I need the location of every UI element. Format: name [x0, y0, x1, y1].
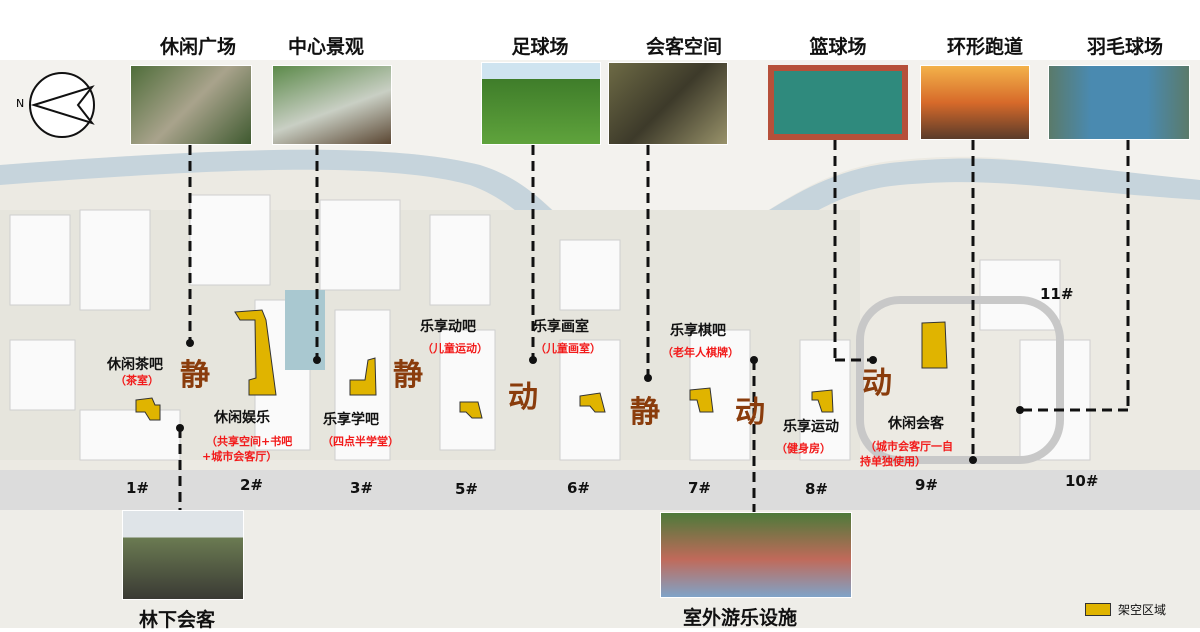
leader-dots: [176, 339, 1024, 464]
title-forest-lounge: 林下会客: [138, 609, 216, 631]
title-running-track: 环形跑道: [946, 36, 1024, 58]
zone-active: 动: [508, 380, 538, 415]
facility-note: （老年人棋牌）: [662, 346, 739, 359]
building-number: 6#: [567, 479, 591, 497]
building-number: 5#: [455, 480, 479, 498]
facility-note: （共享空间+书吧: [206, 435, 293, 448]
leader-lines: [178, 140, 1130, 512]
facility-note: （健身房）: [776, 442, 831, 455]
compass-label: N: [16, 97, 25, 110]
building-number: 7#: [688, 479, 712, 497]
title-basketball: 篮球场: [809, 36, 867, 58]
title-leisure-plaza: 休闲广场: [159, 36, 237, 58]
title-central-landscape: 中心景观: [287, 36, 365, 58]
legend-label: 架空区域: [1118, 603, 1167, 617]
zone-active: 动: [735, 395, 765, 430]
photo-forest-lounge: [122, 510, 244, 600]
photo-running-track: [920, 65, 1030, 140]
photo-badminton: [1048, 65, 1190, 140]
photo-basketball: [768, 65, 908, 140]
zone-quiet: 静: [393, 358, 423, 393]
zone-active: 动: [862, 366, 892, 401]
facility-note: 持单独使用）: [860, 455, 926, 468]
photo-football: [481, 62, 601, 145]
compass-icon: [29, 72, 95, 138]
building-number: 9#: [915, 476, 939, 494]
facility-note: （四点半学堂）: [322, 435, 399, 448]
title-badminton: 羽毛球场: [1086, 36, 1164, 58]
facility-name: 休闲茶吧: [107, 357, 163, 373]
building-number: 2#: [240, 476, 264, 494]
title-outdoor-playground: 室外游乐设施: [682, 607, 798, 629]
title-meeting-space: 会客空间: [645, 36, 723, 58]
facility-name: 乐享运动: [783, 419, 839, 435]
title-football: 足球场: [511, 36, 569, 58]
zone-quiet: 静: [630, 395, 660, 430]
facility-name: 休闲会客: [888, 416, 944, 432]
building-number: 8#: [805, 480, 829, 498]
legend-swatch: [1085, 603, 1111, 616]
facility-note: （城市会客厅一自: [865, 440, 953, 453]
facility-name: 乐享棋吧: [670, 323, 726, 339]
building-number: 10#: [1065, 472, 1099, 490]
zone-quiet: 静: [180, 358, 210, 393]
building-number: 11#: [1040, 285, 1074, 303]
photo-meeting-space: [608, 62, 728, 145]
facility-name: 休闲娱乐: [214, 410, 270, 426]
facility-name: 乐享画室: [533, 319, 589, 335]
facility-note: +城市会客厅）: [202, 450, 278, 463]
facility-name: 乐享动吧: [420, 319, 476, 335]
photo-central-landscape: [272, 65, 392, 145]
facility-note: （茶室）: [115, 374, 159, 387]
elevated-area-shapes: [135, 309, 948, 421]
facility-note: （儿童运动）: [422, 342, 488, 355]
facility-name: 乐享学吧: [323, 412, 379, 428]
building-number: 3#: [350, 479, 374, 497]
photo-leisure-plaza: [130, 65, 252, 145]
facility-note: （儿童画室）: [535, 342, 601, 355]
building-number: 1#: [126, 479, 150, 497]
photo-outdoor-playground: [660, 512, 852, 598]
